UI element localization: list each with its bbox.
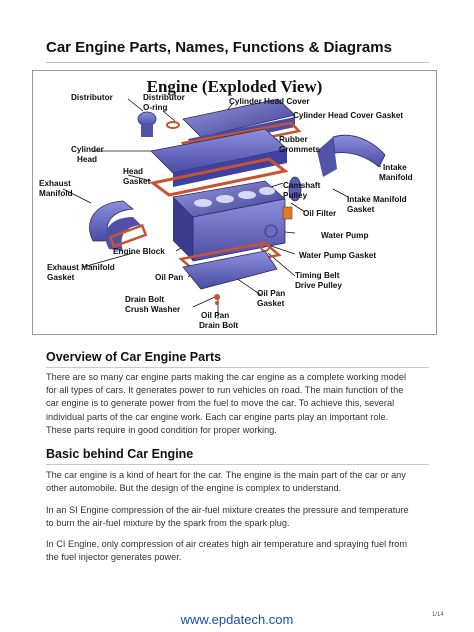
- label-exhaust-manifold-gasket-1: Exhaust Manifold: [47, 263, 115, 272]
- label-distributor-oring-1: Distributor: [143, 93, 185, 102]
- label-oil-pan: Oil Pan: [155, 273, 184, 282]
- label-oil-pan-gasket-2: Gasket: [257, 299, 285, 308]
- label-oil-pan-drain-bolt-1: Oil Pan: [201, 311, 230, 320]
- label-intake-manifold-1: Intake: [383, 163, 407, 172]
- label-cylinder-head-2: Head: [77, 155, 98, 164]
- label-engine-block: Engine Block: [113, 247, 165, 256]
- label-timing-belt-1: Timing Belt: [295, 271, 340, 280]
- label-cylinder-head-cover-gasket: Cylinder Head Cover Gasket: [293, 111, 404, 120]
- basic-heading: Basic behind Car Engine: [46, 447, 194, 461]
- overview-line: These parts require in good condition fo…: [46, 424, 277, 435]
- label-drain-bolt-1: Drain Bolt: [125, 295, 165, 304]
- overview-heading: Overview of Car Engine Parts: [46, 350, 222, 364]
- label-water-pump-gasket: Water Pump Gasket: [299, 251, 377, 260]
- basic-paragraph-3: In CI Engine, only compression of air cr…: [46, 538, 436, 564]
- page-number: 1/14: [432, 612, 444, 618]
- label-intake-manifold-2: Manifold: [379, 173, 413, 182]
- engine-illustration: [62, 98, 386, 319]
- overview-line: individual parts of the car engine work.…: [46, 411, 389, 422]
- label-oil-pan-drain-bolt-2: Drain Bolt: [199, 321, 239, 330]
- basic-divider: [46, 464, 429, 465]
- basic-paragraph-2: In an SI Engine compression of the air-f…: [46, 504, 436, 530]
- basic-line: In CI Engine, only compression of air cr…: [46, 539, 408, 549]
- basic-line: The car engine is a kind of heart for th…: [46, 470, 406, 480]
- overview-line: There are so many car engine parts makin…: [46, 372, 407, 382]
- label-exhaust-manifold-2: Manifold: [39, 189, 73, 198]
- label-rubber-grommets-2: Grommets: [279, 145, 320, 154]
- label-distributor-oring-2: O-ring: [143, 103, 168, 112]
- label-intake-manifold-gasket-1: Intake Manifold: [347, 195, 407, 204]
- label-water-pump: Water Pump: [321, 231, 369, 240]
- basic-line: the fuel injector generates power.: [46, 552, 182, 563]
- diagram-title: Engine (Exploded View): [146, 77, 323, 96]
- label-oil-pan-gasket-1: Oil Pan: [257, 289, 286, 298]
- page-title: Car Engine Parts, Names, Functions & Dia…: [46, 39, 392, 56]
- label-camshaft-pulley-2: Pulley: [283, 191, 308, 200]
- label-drain-bolt-2: Crush Washer: [125, 305, 181, 314]
- engine-diagram: Engine (Exploded View) Distributor Distr…: [32, 70, 437, 335]
- label-exhaust-manifold-1: Exhaust: [39, 179, 71, 188]
- overview-paragraph: There are so many car engine parts makin…: [46, 371, 436, 437]
- basic-line: to burn the air-fuel mixture by the spar…: [46, 518, 290, 529]
- title-divider: [46, 62, 429, 63]
- label-cylinder-head-cover: Cylinder Head Cover: [229, 97, 310, 106]
- label-head-gasket-1: Head: [123, 167, 144, 176]
- overview-line: for all types of cars. It generates powe…: [46, 385, 404, 396]
- label-distributor: Distributor: [71, 93, 113, 102]
- label-oil-filter: Oil Filter: [303, 209, 337, 218]
- basic-paragraph-1: The car engine is a kind of heart for th…: [46, 469, 436, 495]
- label-intake-manifold-gasket-2: Gasket: [347, 205, 375, 214]
- label-timing-belt-2: Drive Pulley: [295, 281, 342, 290]
- label-head-gasket-2: Gasket: [123, 177, 151, 186]
- overview-divider: [46, 367, 429, 368]
- label-exhaust-manifold-gasket-2: Gasket: [47, 273, 75, 282]
- label-cylinder-head-1: Cylinder: [71, 145, 104, 154]
- label-camshaft-pulley-1: Camshaft: [283, 181, 321, 190]
- basic-line: In an SI Engine compression of the air-f…: [46, 505, 409, 515]
- overview-line: car engine is to generate power from the…: [46, 398, 395, 409]
- basic-line: other automobile. But the design of the …: [46, 483, 342, 494]
- footer-link[interactable]: www.epdatech.com: [180, 612, 294, 627]
- label-rubber-grommets-1: Rubber: [279, 135, 308, 144]
